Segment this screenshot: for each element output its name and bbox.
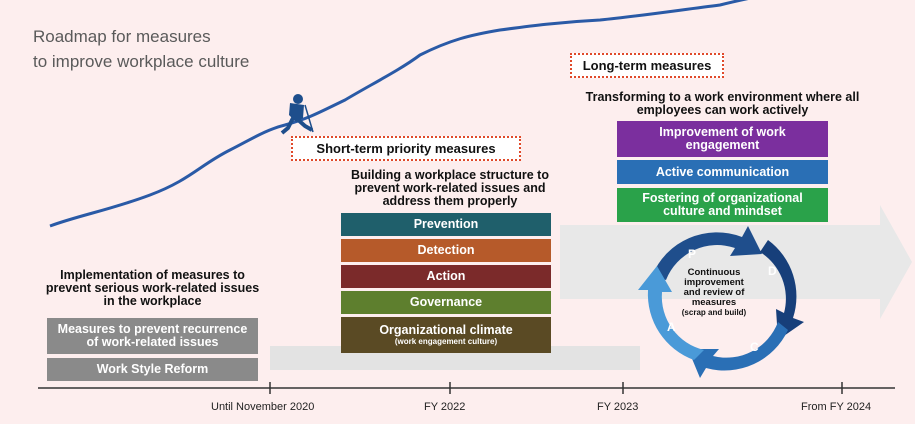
cycle-arrow-a xyxy=(638,266,704,360)
timeline-label-fy2022: FY 2022 xyxy=(424,401,466,413)
title-line-1: Roadmap for measures xyxy=(33,27,211,46)
short-term-label: Short-term priority measures xyxy=(291,136,521,161)
initial-heading: Implementation of measures to prevent se… xyxy=(40,269,265,308)
initial-heading-line-3: in the workplace xyxy=(103,294,202,308)
short-term-item-action: Action xyxy=(341,265,551,288)
cycle-letter-d: D xyxy=(768,264,777,278)
diagram-title: Roadmap for measures to improve workplac… xyxy=(33,24,249,74)
cycle-letter-a: A xyxy=(667,320,676,334)
cycle-center-text: Continuous improvement and review of mea… xyxy=(662,268,766,318)
short-term-item-climate: Organizational climate (work engagement … xyxy=(341,317,551,353)
short-term-item-climate-sub: (work engagement culture) xyxy=(394,337,498,346)
cycle-letter-p: P xyxy=(688,247,697,261)
hiker-icon xyxy=(280,94,314,135)
initial-item-work-style-reform-line-1: Work Style Reform xyxy=(96,362,209,376)
cycle-arrow-p xyxy=(652,226,762,280)
long-term-item-engagement-line-1: Improvement of work xyxy=(659,125,786,139)
long-term-heading-line-1: Transforming to a work environment where… xyxy=(585,90,860,104)
initial-heading-line-1: Implementation of measures to xyxy=(60,268,245,282)
short-term-item-governance: Governance xyxy=(341,291,551,314)
short-term-heading-line-3: address them properly xyxy=(382,194,518,208)
title-line-2: to improve workplace culture xyxy=(33,52,250,71)
initial-item-recurrence: Measures to prevent recurrence of work-r… xyxy=(47,318,258,354)
initial-item-recurrence-line-1: Measures to prevent recurrence xyxy=(57,322,248,336)
timeline-label-2020: Until November 2020 xyxy=(211,401,315,413)
initial-item-work-style-reform: Work Style Reform xyxy=(47,358,258,381)
cycle-center-line-1: Continuous xyxy=(687,267,741,278)
cycle-arrow-c xyxy=(688,322,788,378)
cycle-center-line-3: and review of xyxy=(683,287,745,298)
short-term-item-prevention: Prevention xyxy=(341,213,551,236)
cycle-center-line-2: improvement xyxy=(684,277,744,288)
long-term-label: Long-term measures xyxy=(570,53,724,78)
long-term-item-culture-line-2: culture and mindset xyxy=(663,204,782,218)
pdca-cycle-graphic xyxy=(638,226,804,378)
cycle-arrow-d xyxy=(760,240,804,340)
long-term-item-engagement: Improvement of work engagement xyxy=(617,121,828,157)
short-term-heading-line-1: Building a workplace structure to xyxy=(351,168,549,182)
long-term-heading: Transforming to a work environment where… xyxy=(560,91,885,117)
initial-heading-line-2: prevent serious work-related issues xyxy=(45,281,260,295)
long-term-item-culture-line-1: Fostering of organizational xyxy=(642,191,803,205)
cycle-center-line-4: measures xyxy=(691,297,737,308)
short-term-item-detection: Detection xyxy=(341,239,551,262)
initial-item-recurrence-line-2: of work-related issues xyxy=(86,335,219,349)
short-term-heading-line-2: prevent work-related issues and xyxy=(354,181,546,195)
long-term-item-communication: Active communication xyxy=(617,160,828,184)
timeline-label-fy2024: From FY 2024 xyxy=(801,401,872,413)
long-term-item-culture: Fostering of organizational culture and … xyxy=(617,188,828,222)
long-term-item-communication-line-1: Active communication xyxy=(655,164,790,179)
mountain-path xyxy=(49,0,749,228)
long-term-heading-line-2: employees can work actively xyxy=(636,103,809,117)
short-term-heading: Building a workplace structure to preven… xyxy=(325,169,575,208)
short-term-item-climate-label: Organizational climate xyxy=(379,323,513,337)
long-term-item-engagement-line-2: engagement xyxy=(685,138,760,152)
timeline-label-fy2023: FY 2023 xyxy=(597,401,639,413)
cycle-center-sub: (scrap and build) xyxy=(681,308,747,317)
cycle-letter-c: C xyxy=(750,340,759,354)
